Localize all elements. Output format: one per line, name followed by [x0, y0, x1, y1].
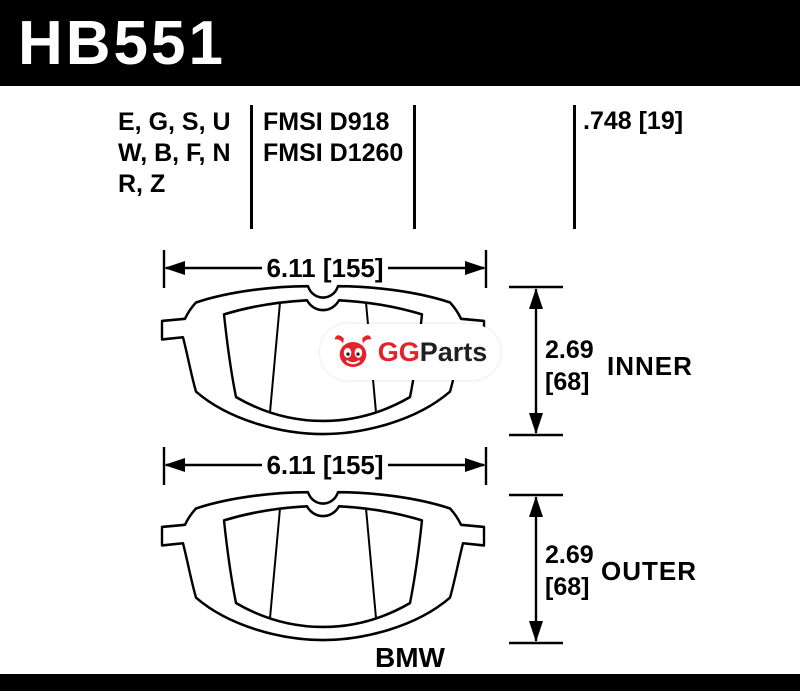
outer-width-label: 6.11 [155]	[266, 450, 383, 480]
arrow-up-icon	[529, 288, 543, 309]
vehicle-label: BMW	[375, 642, 445, 673]
logo-parts-text: Parts	[419, 336, 488, 367]
outer-thickness-in: 2.69	[545, 541, 594, 569]
inner-width-label: 6.11 [155]	[266, 253, 383, 283]
table-divider	[413, 105, 416, 229]
compound-codes-line: R, Z	[118, 170, 166, 198]
inner-thickness-mm: [68]	[545, 368, 590, 396]
ggparts-mascot-icon	[334, 335, 372, 367]
arrow-down-icon	[529, 413, 543, 434]
table-divider	[250, 105, 253, 229]
outer-thickness-mm: [68]	[545, 573, 590, 601]
inner-width-dimension: 6.11 [155]	[162, 250, 488, 288]
arrow-left-icon	[164, 261, 185, 275]
arrow-up-icon	[529, 496, 543, 517]
fmsi-numbers: FMSI D918 FMSI D1260	[263, 107, 403, 169]
inner-pad-label: INNER	[607, 351, 693, 381]
fmsi-number-line: FMSI D1260	[263, 139, 404, 167]
outer-thickness-dimension	[509, 493, 563, 645]
brake-pad-outline	[160, 490, 486, 642]
header-bar: HB551	[0, 0, 800, 86]
arrow-left-icon	[164, 458, 185, 472]
fmsi-number-line: FMSI D918	[263, 108, 390, 136]
footer-bar	[0, 674, 800, 691]
arrow-down-icon	[529, 621, 543, 642]
logo-gg-text: GG	[377, 336, 420, 367]
inner-thickness-dimension	[509, 285, 563, 437]
outer-pad-drawing	[160, 490, 486, 642]
table-divider	[573, 105, 576, 229]
outer-width-dimension: 6.11 [155]	[162, 447, 488, 485]
compound-codes: E, G, S, U W, B, F, N R, Z	[118, 107, 231, 200]
outer-pad-label: OUTER	[601, 556, 697, 586]
compound-codes-line: E, G, S, U	[118, 108, 231, 136]
arrow-right-icon	[465, 458, 486, 472]
inner-thickness-in: 2.69	[545, 336, 594, 364]
pad-thickness-value: .748 [19]	[583, 107, 684, 135]
ggparts-watermark: GGParts	[320, 324, 500, 380]
ggparts-logo-text: GGParts	[377, 336, 488, 367]
compound-codes-line: W, B, F, N	[118, 139, 231, 167]
arrow-right-icon	[465, 261, 486, 275]
part-number: HB551	[18, 8, 226, 78]
